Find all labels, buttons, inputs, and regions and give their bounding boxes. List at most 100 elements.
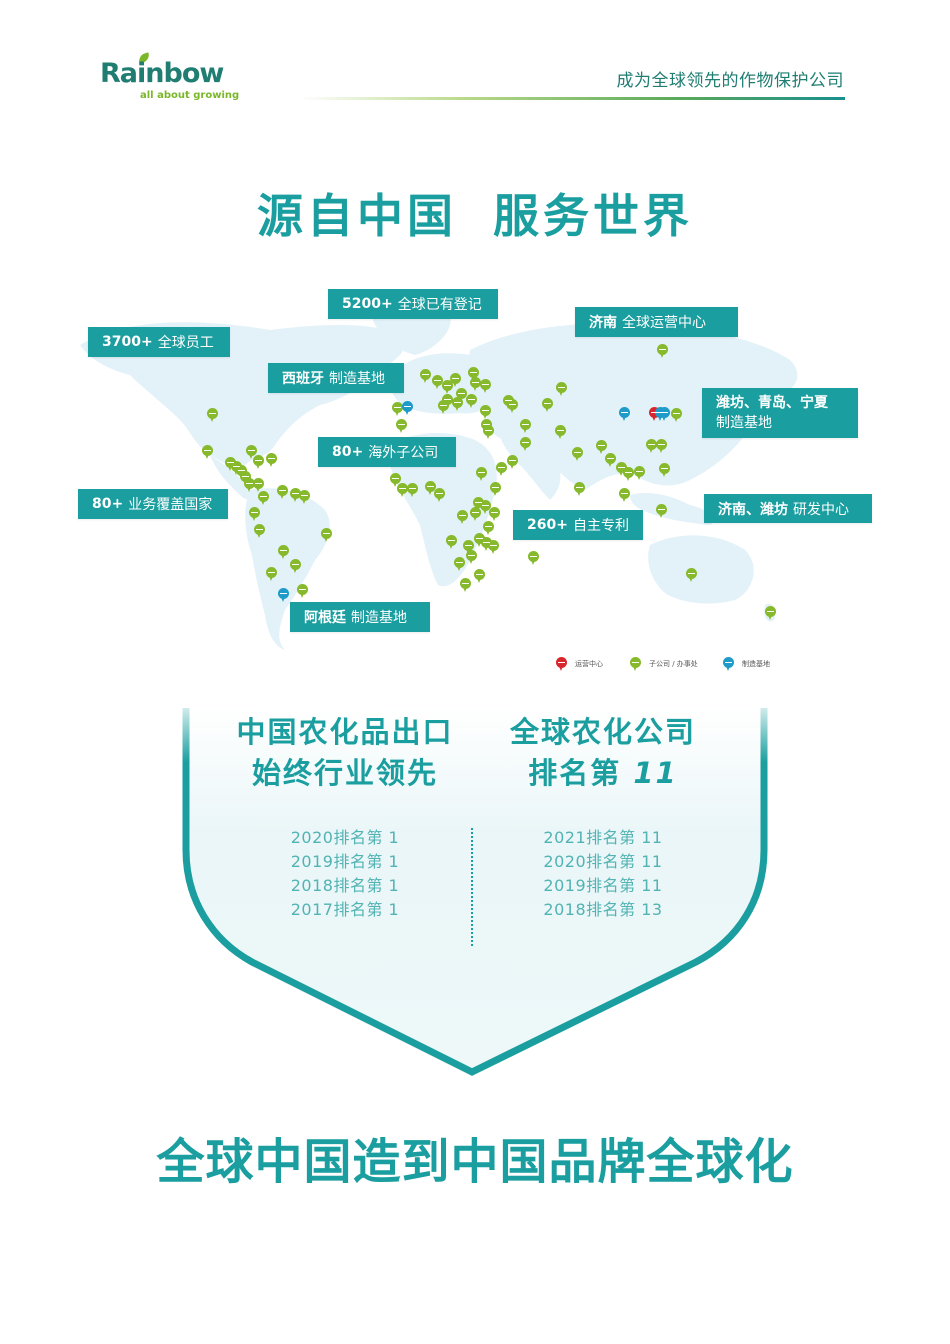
logo-tagline: all about growing — [140, 90, 240, 101]
subsidiary-pin — [596, 440, 607, 454]
subsidiary-pin — [556, 382, 567, 396]
subsidiary-pin — [246, 445, 257, 459]
subsidiary-pin — [574, 482, 585, 496]
subsidiary-pin — [466, 394, 477, 408]
subsidiary-pin — [488, 540, 499, 554]
ranking-item: 2019排名第 11 — [543, 876, 663, 895]
subsidiary-pin — [420, 369, 431, 383]
subsidiary-pin — [290, 488, 301, 502]
manufacturing-pin — [659, 407, 670, 421]
export-ranking-title: 中国农化品出口 始终行业领先 — [236, 715, 454, 790]
subsidiary-pin — [254, 524, 265, 538]
subsidiary-pin — [258, 491, 269, 505]
subsidiary-pin — [480, 405, 491, 419]
subsidiary-pin — [297, 584, 308, 598]
subsidiary-pin — [266, 453, 277, 467]
callout-argentina-manufacturing: 阿根廷制造基地 — [290, 602, 430, 632]
rainbow-logo: Rainbow all about growing — [100, 52, 240, 108]
ranking-item: 2017排名第 1 — [290, 900, 400, 919]
legend-manufacturing: 制造基地 — [723, 657, 770, 671]
subsidiary-pin-icon — [630, 657, 641, 671]
subsidiary-pin — [480, 379, 491, 393]
subsidiary-pin — [765, 606, 776, 620]
callout-employees: 3700+全球员工 — [88, 327, 230, 357]
ranking-item: 2019排名第 1 — [290, 852, 400, 871]
logo-wordmark: Rainbow — [100, 58, 224, 89]
subsidiary-pin — [253, 455, 264, 469]
subsidiary-pin — [656, 504, 667, 518]
global-ranking-list: 2021排名第 11 2020排名第 11 2019排名第 11 2018排名第… — [453, 826, 753, 922]
subsidiary-pin — [438, 400, 449, 414]
subsidiary-pin — [623, 467, 634, 481]
export-ranking-list: 2020排名第 1 2019排名第 1 2018排名第 1 2017排名第 1 — [195, 826, 495, 922]
legend-subsidiary: 子公司 / 办事处 — [630, 657, 698, 671]
shield-frame — [182, 708, 768, 1076]
callout-rd-center: 济南、潍坊研发中心 — [704, 494, 872, 523]
subsidiary-pin — [496, 462, 507, 476]
global-ranking-title: 全球农化公司 排名第 11 — [509, 715, 696, 790]
subsidiary-pin — [457, 510, 468, 524]
ranking-item: 2020排名第 11 — [543, 852, 663, 871]
subsidiary-pin — [520, 419, 531, 433]
global-ranking-column: 全球农化公司 排名第 11 2021排名第 11 2020排名第 11 2019… — [453, 712, 753, 922]
subsidiary-pin — [446, 535, 457, 549]
subsidiary-pin — [266, 567, 277, 581]
subsidiary-pin — [466, 550, 477, 564]
subsidiary-pin — [520, 437, 531, 451]
subsidiary-pin — [225, 457, 236, 471]
operations-pin-icon — [556, 657, 567, 671]
subsidiary-pin — [474, 569, 485, 583]
subsidiary-pin — [454, 557, 465, 571]
subsidiary-pin — [452, 397, 463, 411]
subsidiary-pin — [686, 568, 697, 582]
world-map: 5200+全球已有登记 3700+全球员工 济南全球运营中心 西班牙制造基地 潍… — [70, 289, 880, 675]
callout-spain-manufacturing: 西班牙制造基地 — [268, 363, 404, 393]
subsidiary-pin — [489, 507, 500, 521]
header-divider — [300, 97, 845, 100]
subsidiary-pin — [425, 481, 436, 495]
subsidiary-pin — [605, 453, 616, 467]
subsidiary-pin — [299, 490, 310, 504]
manufacturing-pin — [655, 407, 666, 421]
subsidiary-pin — [528, 551, 539, 565]
ranking-item: 2018排名第 1 — [290, 876, 400, 895]
subsidiary-pin — [555, 425, 566, 439]
subsidiary-pin — [432, 375, 443, 389]
legend-operations: 运营中心 — [556, 657, 603, 671]
subsidiary-pin — [671, 408, 682, 422]
subsidiary-pin — [657, 344, 668, 358]
subsidiary-pin — [397, 483, 408, 497]
subsidiary-pin — [476, 467, 487, 481]
ranking-item: 2021排名第 11 — [543, 828, 663, 847]
subsidiary-pin — [490, 482, 501, 496]
subsidiary-pin — [656, 439, 667, 453]
subsidiary-pin — [321, 528, 332, 542]
subsidiary-pin — [474, 533, 485, 547]
subsidiary-pin — [659, 463, 670, 477]
callout-overseas-subsidiaries: 80+海外子公司 — [318, 437, 456, 467]
title-part-1: 源自中国 — [257, 189, 457, 243]
subsidiary-pin — [572, 447, 583, 461]
ranking-item: 2020排名第 1 — [290, 828, 400, 847]
subsidiary-pin — [634, 466, 645, 480]
subsidiary-pin — [244, 478, 255, 492]
subsidiary-pin — [481, 537, 492, 551]
subsidiary-pin — [470, 507, 481, 521]
callout-jinan-operations: 济南全球运营中心 — [575, 307, 738, 337]
subsidiary-pin — [253, 478, 264, 492]
subsidiary-pin — [278, 545, 289, 559]
subsidiary-pin — [390, 473, 401, 487]
subsidiary-pin — [480, 500, 491, 514]
manufacturing-pin — [278, 588, 289, 602]
title-part-2: 服务世界 — [493, 189, 693, 243]
subsidiary-pin — [483, 425, 494, 439]
export-ranking-column: 中国农化品出口 始终行业领先 2020排名第 1 2019排名第 1 2018排… — [195, 712, 495, 922]
manufacturing-pin — [402, 401, 413, 415]
subsidiary-pin — [249, 507, 260, 521]
subsidiary-pin — [207, 408, 218, 422]
subsidiary-pin — [202, 445, 213, 459]
operations-pin — [649, 407, 660, 421]
subsidiary-pin — [450, 373, 461, 387]
subsidiary-pin — [507, 399, 518, 413]
subsidiary-pin — [616, 462, 627, 476]
